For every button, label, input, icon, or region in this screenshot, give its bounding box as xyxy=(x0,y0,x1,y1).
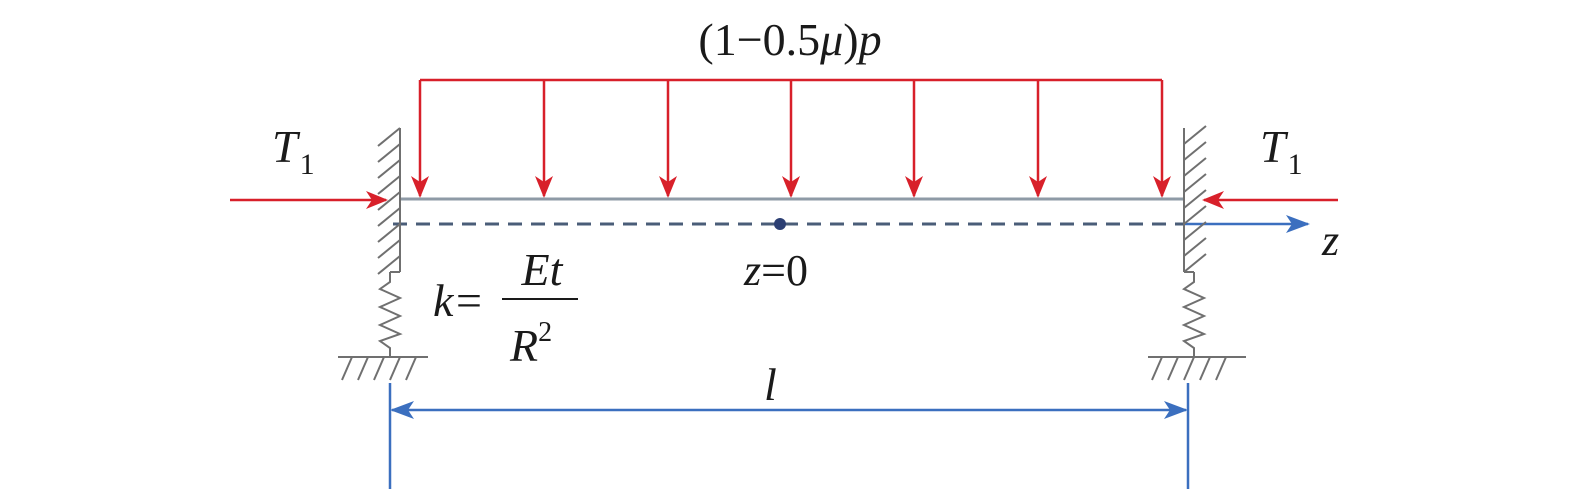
load-arrows xyxy=(411,80,1171,198)
tension-right-sub: 1 xyxy=(1288,148,1303,181)
left-spring xyxy=(377,272,403,356)
tension-left-label: T1 xyxy=(272,121,315,181)
load-label-suffix: ) xyxy=(843,14,858,65)
z-axis-label: z xyxy=(1321,216,1339,265)
load-label-mu: μ xyxy=(819,14,843,65)
spring-equals: = xyxy=(456,275,482,326)
tension-left-T: T xyxy=(272,121,301,172)
spring-numerator: Et xyxy=(521,244,564,295)
load-label: (1−0.5μ)p xyxy=(698,14,881,65)
spring-den-exp: 2 xyxy=(538,317,552,348)
origin-label-eq: =0 xyxy=(761,246,808,295)
load-label-p: p xyxy=(856,14,882,65)
tension-left-sub: 1 xyxy=(300,148,315,181)
tension-right-T: T xyxy=(1260,121,1289,172)
tension-right-label: T1 xyxy=(1260,121,1303,181)
left-wall-support xyxy=(377,127,401,275)
length-dimension xyxy=(388,383,1190,489)
origin-label: z=0 xyxy=(743,246,808,295)
spring-k-label: k xyxy=(433,275,455,326)
origin-label-z: z xyxy=(743,246,761,295)
spring-denominator: R2 xyxy=(509,317,552,371)
length-label: l xyxy=(764,359,777,410)
right-wall-support xyxy=(1183,125,1207,273)
right-ground xyxy=(1148,356,1246,381)
right-spring xyxy=(1181,272,1207,356)
load-label-prefix: (1−0.5 xyxy=(698,14,820,65)
spring-den-R: R xyxy=(509,320,538,371)
origin-dot xyxy=(774,218,786,230)
left-ground xyxy=(338,356,428,381)
